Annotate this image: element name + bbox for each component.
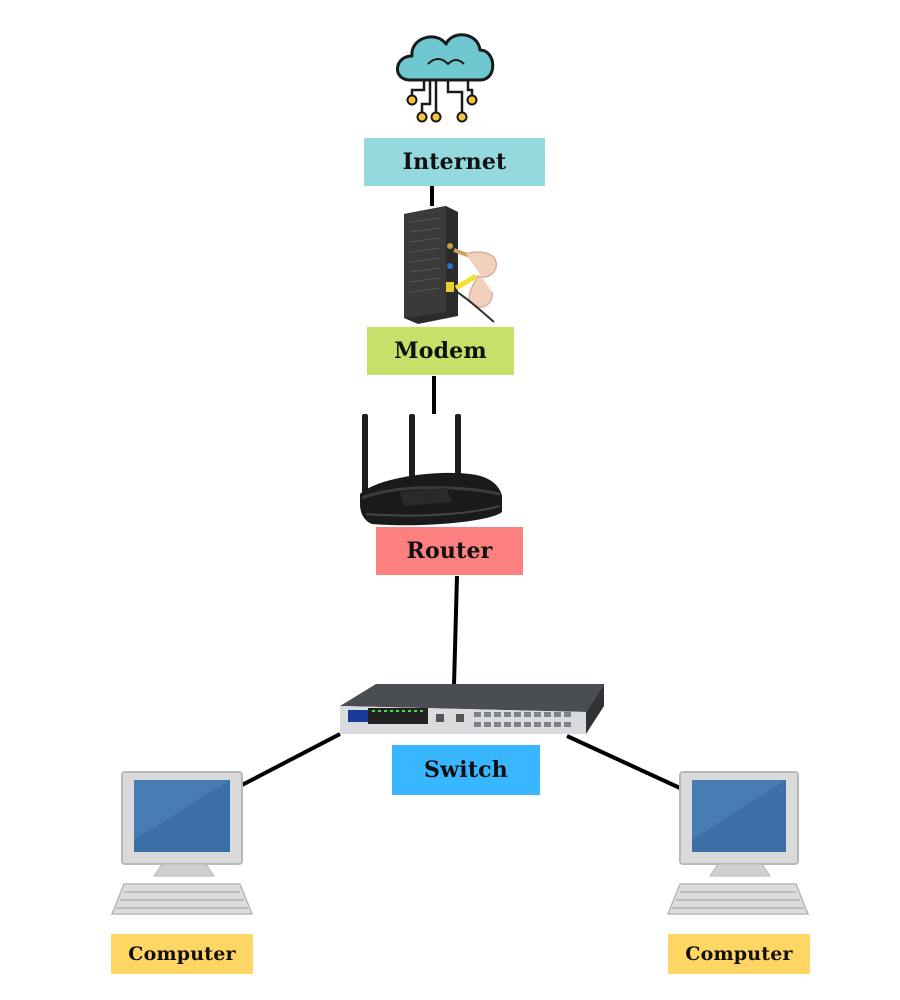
internet-label: Internet (364, 138, 545, 186)
computer-label-right: Computer (668, 934, 810, 974)
edge-router-switch (452, 575, 459, 686)
edge-switch-computer-right (566, 734, 681, 790)
switch-label: Switch (392, 745, 540, 795)
router-label: Router (376, 527, 523, 575)
computer-label-left: Computer (111, 934, 253, 974)
edge-switch-computer-left (241, 732, 341, 787)
modem-label: Modem (367, 327, 514, 375)
